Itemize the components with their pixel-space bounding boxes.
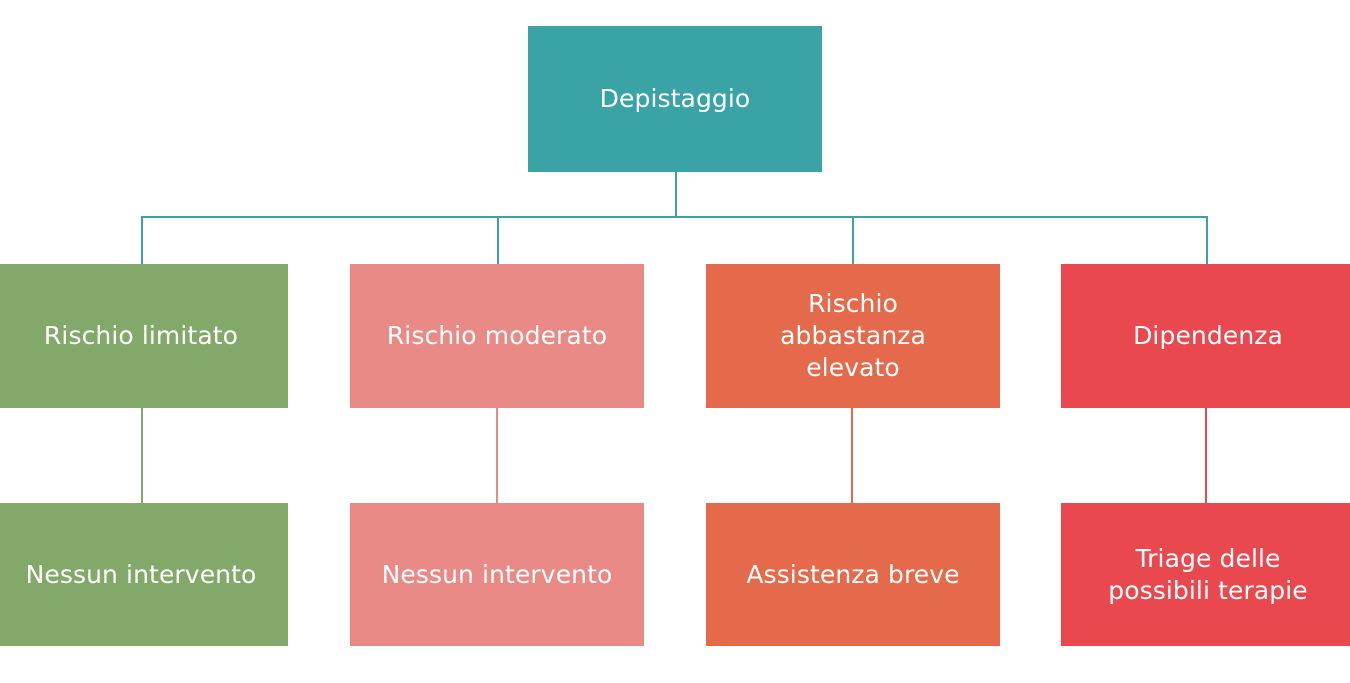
node-level2-rischio-moderato[interactable]: Rischio moderato (350, 264, 644, 408)
connector-link-branch-3 (851, 408, 853, 503)
connector-link-branch-1 (141, 408, 143, 503)
node-level3-triage-possibili-terapie[interactable]: Triage delle possibili terapie (1061, 503, 1350, 646)
node-level3-nessun-intervento-moderato[interactable]: Nessun intervento (350, 503, 644, 646)
node-root-depistaggio[interactable]: Depistaggio (528, 26, 822, 172)
connector-root-stem (675, 172, 677, 217)
connector-horizontal-bus (142, 216, 1208, 218)
connector-link-branch-4 (1205, 408, 1207, 503)
node-level3-nessun-intervento-limitato[interactable]: Nessun intervento (0, 503, 288, 646)
node-level2-rischio-limitato[interactable]: Rischio limitato (0, 264, 288, 408)
connector-drop-branch-4 (1206, 216, 1208, 264)
connector-drop-branch-3 (852, 216, 854, 264)
node-level2-rischio-abbastanza-elevato[interactable]: Rischio abbastanza elevato (706, 264, 1000, 408)
connector-drop-branch-1 (141, 216, 143, 264)
node-level2-dipendenza[interactable]: Dipendenza (1061, 264, 1350, 408)
connector-link-branch-2 (496, 408, 498, 503)
connector-drop-branch-2 (497, 216, 499, 264)
node-level3-assistenza-breve[interactable]: Assistenza breve (706, 503, 1000, 646)
